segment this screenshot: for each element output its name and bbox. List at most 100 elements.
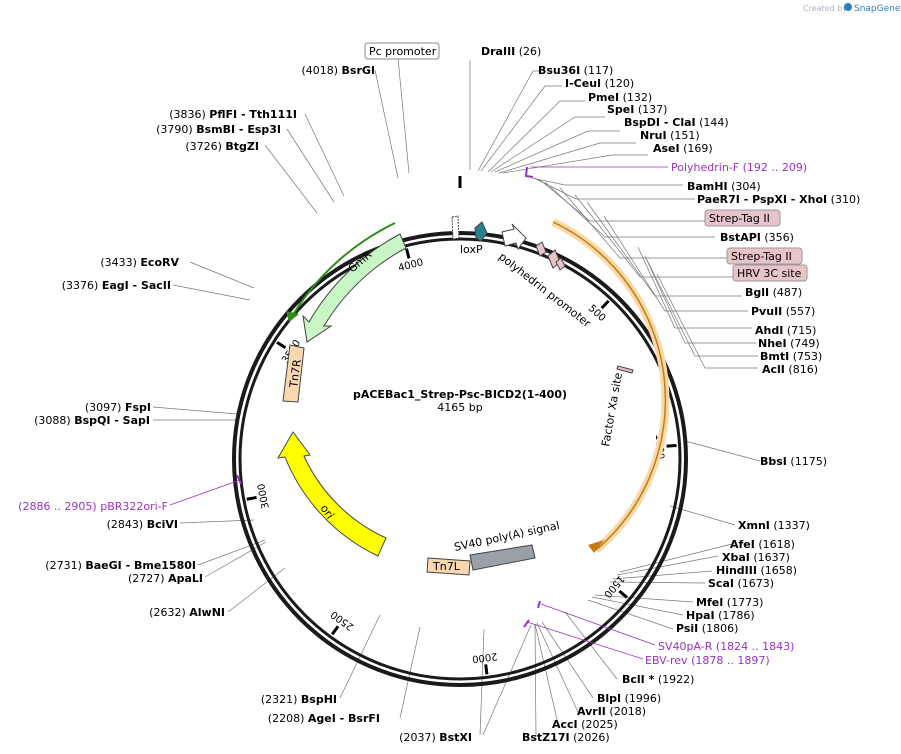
tick-mark bbox=[618, 589, 629, 599]
site-label: AccI (2025) bbox=[552, 718, 618, 731]
site-label: BclI * (1922) bbox=[622, 673, 694, 686]
site-name: BstAPI bbox=[720, 231, 761, 244]
site-name: I-CeuI bbox=[565, 77, 601, 90]
primer-mark-ebv-rev bbox=[523, 619, 530, 628]
site-position: (749) bbox=[790, 337, 820, 350]
site-name: BtgZI bbox=[225, 140, 259, 153]
site-label: (3088) BspQI - SapI bbox=[34, 414, 150, 427]
site-name: HpaI bbox=[686, 609, 715, 622]
site-position: (3726) bbox=[185, 140, 222, 153]
site-name: AseI bbox=[653, 142, 680, 155]
site-position: (2727) bbox=[128, 572, 165, 585]
primer-marks bbox=[236, 166, 541, 628]
site-name: DraIII bbox=[481, 45, 515, 58]
primer-label: SV40pA-R (1824 .. 1843) bbox=[658, 640, 794, 653]
site-label: (2843) BciVI bbox=[107, 518, 178, 531]
site-label: PaeR7I - PspXI - XhoI (310) bbox=[697, 193, 860, 206]
strep-tag-label-1: Strep-Tag II bbox=[709, 212, 770, 225]
plasmid-size: 4165 bp bbox=[437, 401, 482, 414]
site-label: AhdI (715) bbox=[755, 324, 816, 337]
primer-name: EBV-rev bbox=[645, 654, 688, 667]
tn7r-label: Tn7R bbox=[287, 358, 304, 389]
site-label: BmtI (753) bbox=[760, 350, 822, 363]
primer-name: pBR322ori-F bbox=[100, 500, 168, 513]
site-label: BlpI (1996) bbox=[597, 692, 661, 705]
site-name: BmtI bbox=[760, 350, 789, 363]
primer-range: (2886 .. 2905) bbox=[18, 500, 97, 513]
site-label: PmeI (132) bbox=[588, 91, 652, 104]
site-name: MfeI bbox=[696, 596, 723, 609]
site-position: (304) bbox=[731, 180, 761, 193]
loxp-feature: loxP bbox=[460, 221, 488, 256]
tick-mark bbox=[666, 444, 677, 448]
site-name: BspDI - ClaI bbox=[624, 116, 696, 129]
site-position: (26) bbox=[519, 45, 542, 58]
site-label: BamHI (304) bbox=[687, 180, 761, 193]
site-name: AvrII bbox=[577, 705, 606, 718]
primer-leaders bbox=[169, 166, 668, 660]
site-label: XbaI (1637) bbox=[722, 551, 790, 564]
site-label: PvuII (557) bbox=[751, 305, 815, 318]
pc-promoter-box: Pc promoter bbox=[364, 42, 440, 60]
site-name: BstZ17I bbox=[522, 731, 570, 744]
site-position: (2037) bbox=[399, 731, 436, 744]
site-name: XmnI bbox=[738, 519, 770, 532]
tick-label: 1500 bbox=[601, 573, 626, 600]
site-label: (2632) AlwNI bbox=[149, 606, 225, 619]
tick-label: 3000 bbox=[256, 483, 272, 510]
gmr-feature: GmR bbox=[286, 222, 407, 343]
site-label: BspDI - ClaI (144) bbox=[624, 116, 729, 129]
site-name: BsrGI bbox=[342, 64, 375, 77]
ori-feature: ori bbox=[277, 431, 387, 557]
pc-promoter-label: Pc promoter bbox=[369, 45, 437, 58]
tick-mark bbox=[600, 299, 610, 310]
strep-tag-box-1: Strep-Tag II bbox=[704, 209, 781, 227]
site-name: BamHI bbox=[687, 180, 728, 193]
site-position: (120) bbox=[605, 77, 635, 90]
site-label: HpaI (1786) bbox=[686, 609, 755, 622]
site-position: (356) bbox=[764, 231, 794, 244]
primer-range: (192 .. 209) bbox=[743, 161, 808, 174]
site-name: ApaLI bbox=[168, 572, 203, 585]
site-position: (117) bbox=[584, 64, 614, 77]
tn7r-feature: Tn7R bbox=[282, 344, 305, 403]
primer-name: Polyhedrin-F bbox=[671, 161, 739, 174]
site-name: BglI bbox=[745, 286, 769, 299]
site-label: (3836) PflFI - Tth111I bbox=[169, 108, 297, 121]
site-label: (4018) BsrGI bbox=[301, 64, 375, 77]
loxp-label: loxP bbox=[460, 243, 483, 256]
site-labels: DraIII (26)Bsu36I (117)I-CeuI (120)PmeI … bbox=[34, 45, 860, 744]
site-position: (2208) bbox=[268, 712, 305, 725]
site-position: (1175) bbox=[790, 455, 827, 468]
site-name: AhdI bbox=[755, 324, 783, 337]
strep-tag-box-2: Strep-Tag II bbox=[726, 247, 803, 265]
site-label: (2321) BspHI bbox=[261, 693, 337, 706]
primer-range: (1878 .. 1897) bbox=[691, 654, 770, 667]
site-label: (3376) EagI - SacII bbox=[62, 279, 171, 292]
tick-mark bbox=[330, 625, 340, 636]
site-label: PsiI (1806) bbox=[676, 622, 738, 635]
site-name: PvuII bbox=[751, 305, 782, 318]
primer-name: SV40pA-R bbox=[658, 640, 713, 653]
primer-label: Polyhedrin-F (192 .. 209) bbox=[671, 161, 807, 174]
site-name: NheI bbox=[758, 337, 787, 350]
site-position: (1618) bbox=[758, 538, 795, 551]
site-label: AseI (169) bbox=[653, 142, 713, 155]
primer-label: EBV-rev (1878 .. 1897) bbox=[645, 654, 770, 667]
site-label: HindIII (1658) bbox=[716, 564, 797, 577]
watermark-prefix: Created by bbox=[803, 4, 847, 13]
site-name: PaeR7I - PspXI - XhoI bbox=[697, 193, 827, 206]
site-label: (3790) BsmBI - Esp3I bbox=[156, 123, 281, 136]
site-position: (2632) bbox=[149, 606, 186, 619]
tick-label: 2000 bbox=[471, 650, 498, 664]
site-position: (3376) bbox=[62, 279, 99, 292]
strep-tag-label-2: Strep-Tag II bbox=[731, 250, 792, 263]
site-position: (3088) bbox=[34, 414, 71, 427]
site-label: (2731) BaeGI - Bme1580I bbox=[45, 559, 196, 572]
site-name: XbaI bbox=[722, 551, 750, 564]
primer-mark-polyhedrin-f bbox=[524, 166, 534, 178]
site-name: AgeI - BsrFI bbox=[308, 712, 380, 725]
site-label: I-CeuI (120) bbox=[565, 77, 634, 90]
tick-label: 2500 bbox=[329, 608, 356, 632]
